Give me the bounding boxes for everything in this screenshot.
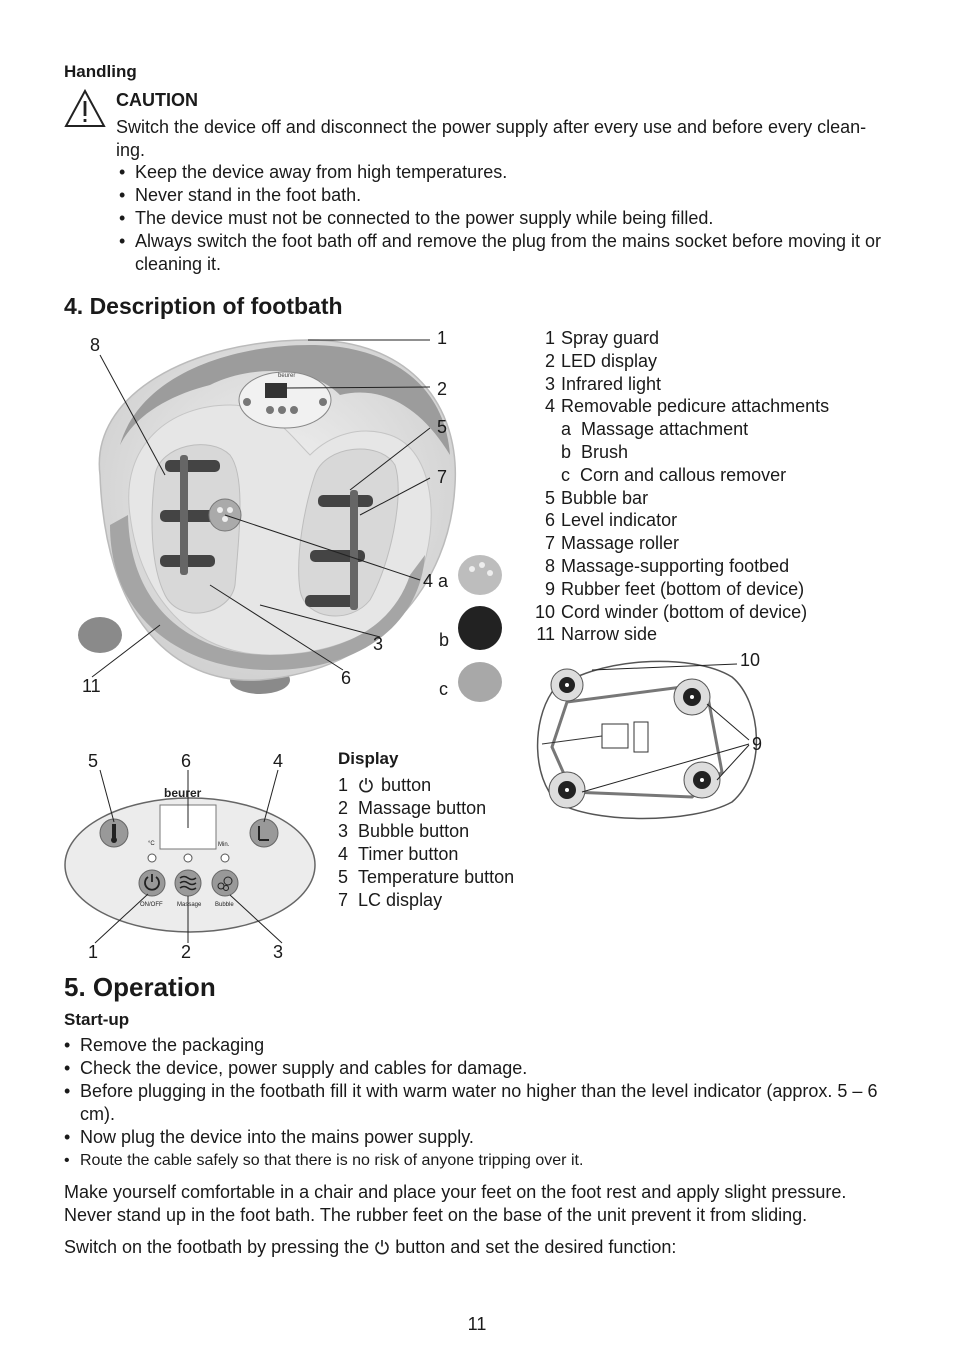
description-heading: 4. Description of footbath — [64, 293, 343, 319]
callout-panel-3: 3 — [273, 942, 284, 962]
operation-heading: 5. Operation — [64, 972, 216, 1002]
list-item: 3 Bubble button — [338, 821, 470, 841]
callout-4a: 4 a — [423, 571, 449, 591]
page-number: 11 — [467, 1314, 487, 1334]
list-item: Check the device, power supply and cable… — [64, 1057, 892, 1080]
callout-11: 11 — [82, 676, 101, 696]
list-item: The device must not be connected to the … — [116, 207, 894, 230]
unit-c-label: °C — [148, 841, 155, 847]
startup-subheading: Start-up — [64, 1010, 130, 1029]
list-item: c Corn and callous remover — [561, 464, 787, 485]
callout-panel-6: 6 — [181, 751, 192, 771]
massage-label: Massage — [177, 902, 202, 908]
handling-heading: Handling — [64, 62, 137, 81]
callout-c: c — [439, 679, 448, 699]
display-list: 1 button 2 Massage button 3 Bubble butto… — [338, 774, 514, 912]
caution-title: CAUTION — [116, 90, 198, 110]
list-item: 5 Temperature button — [338, 867, 515, 887]
power-icon — [359, 778, 373, 793]
caution-text: Switch the device off and disconnect the… — [116, 117, 867, 160]
callout-2: 2 — [437, 379, 448, 399]
callout-9: 9 — [752, 734, 763, 754]
callout-panel-1: 1 — [88, 942, 99, 962]
list-item: Always switch the foot bath off and remo… — [116, 230, 894, 276]
power-icon — [375, 1240, 390, 1255]
callout-5: 5 — [437, 417, 448, 437]
panel-brand: beurer — [164, 786, 202, 800]
display-heading: Display — [338, 749, 399, 768]
list-item: b Brush — [561, 441, 629, 462]
unit-min-label: Min. — [218, 842, 230, 848]
callout-6: 6 — [341, 668, 352, 688]
callout-b: b — [439, 630, 450, 650]
list-item: 4 Timer button — [338, 844, 459, 864]
list-item: a Massage attachment — [561, 419, 749, 440]
operation-paragraph-1: Make yourself comfortable in a chair and… — [64, 1182, 847, 1225]
list-item: Now plug the device into the mains power… — [64, 1126, 892, 1149]
onoff-label: ON/OFF — [140, 902, 163, 908]
footbath-illustration: beurer — [78, 339, 502, 702]
list-item: Never stand in the foot bath. — [116, 184, 894, 207]
list-item: Route the cable safely so that there is … — [64, 1149, 892, 1172]
operation-paragraph-2: Switch on the footbath by pressing the b… — [64, 1237, 677, 1257]
callout-7: 7 — [437, 467, 448, 487]
callout-3: 3 — [373, 634, 384, 654]
callout-1: 1 — [437, 328, 448, 348]
callout-panel-2: 2 — [181, 942, 192, 962]
callout-panel-5: 5 — [88, 751, 99, 771]
handling-bullets: Keep the device away from high temperatu… — [116, 161, 894, 276]
list-item: 1 button — [338, 775, 432, 795]
startup-bullets: Remove the packaging Check the device, p… — [64, 1034, 892, 1172]
list-item: Keep the device away from high temperatu… — [116, 161, 894, 184]
callout-panel-4: 4 — [273, 751, 284, 771]
control-panel-illustration: beurer °C Min. ON/OFF Massage Bubble — [64, 769, 316, 944]
bubble-label: Bubble — [215, 902, 234, 908]
bottom-view-illustration — [536, 660, 758, 820]
list-item: 7 LC display — [338, 890, 443, 910]
warning-icon — [64, 88, 106, 127]
list-item: Remove the packaging — [64, 1034, 892, 1057]
list-item: 2 Massage button — [338, 798, 487, 818]
callout-8: 8 — [90, 335, 101, 355]
panel-brand-small: beurer — [278, 373, 295, 379]
list-item: Before plugging in the footbath fill it … — [64, 1080, 892, 1126]
callout-10: 10 — [740, 650, 761, 670]
